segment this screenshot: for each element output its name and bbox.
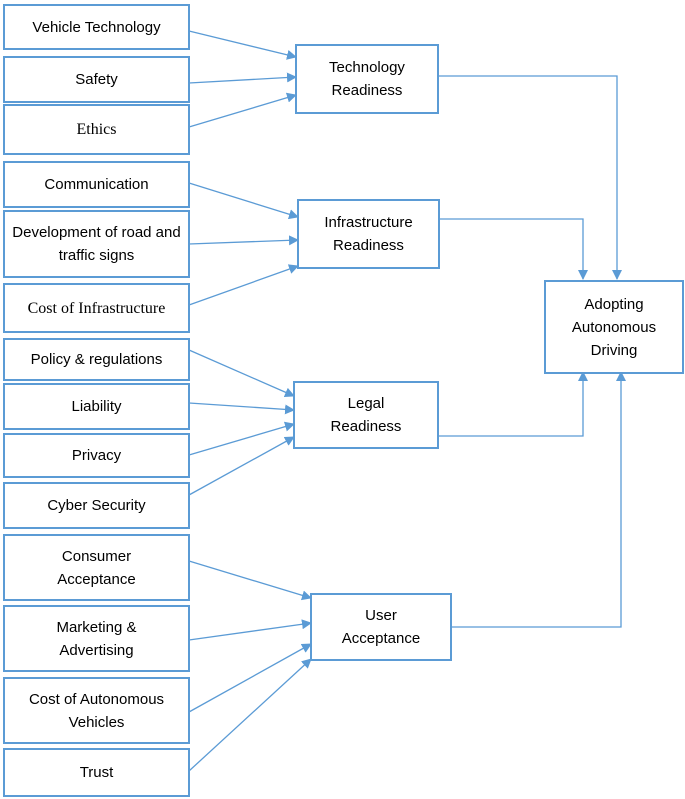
factor-cyber-security-label: Cyber Security (47, 497, 146, 514)
factor-policy-regulations: Policy & regulations (3, 338, 190, 381)
arrow-cost-infrastructure-to-infrastructure-readiness (188, 264, 299, 306)
arrow-consumer-acceptance-to-user-acceptance (188, 560, 312, 601)
factor-communication-label: Communication (44, 176, 149, 193)
factor-cost-of-infrastructure-label: Cost of Infrastructure (27, 299, 166, 317)
user-acceptance-label: User Acceptance (341, 607, 421, 647)
factor-marketing-advertising-label: Marketing & Advertising (56, 618, 137, 659)
infrastructure-readiness-label: Infrastructure Readiness (324, 214, 413, 254)
factor-cost-of-infrastructure: Cost of Infrastructure (3, 283, 190, 333)
factor-policy-regulations-label: Policy & regulations (30, 351, 163, 368)
factor-liability: Liability (3, 383, 190, 430)
factor-vehicle-technology-label: Vehicle Technology (32, 18, 161, 36)
factor-privacy: Privacy (3, 433, 190, 478)
technology-readiness-label: Technology Readiness (329, 59, 405, 99)
arrow-trust-to-user-acceptance (188, 658, 312, 772)
legal-readiness-label: Legal Readiness (330, 395, 402, 435)
legal-readiness-box: Legal Readiness (293, 381, 439, 449)
technology-readiness-box: Technology Readiness (295, 44, 439, 114)
user-acceptance-box: User Acceptance (310, 593, 452, 661)
factor-vehicle-technology: Vehicle Technology (3, 4, 190, 50)
arrow-policy-to-legal-readiness (188, 349, 295, 397)
arrow-legal-readiness-to-outcome (438, 371, 588, 437)
arrow-road-signs-to-infrastructure-readiness (188, 235, 299, 246)
arrow-technology-readiness-to-outcome (438, 75, 622, 280)
factor-consumer-acceptance-label: Consumer Acceptance (57, 547, 136, 588)
factor-cyber-security: Cyber Security (3, 482, 190, 529)
factor-trust: Trust (3, 748, 190, 797)
arrow-user-acceptance-to-outcome (451, 371, 626, 628)
factor-road-traffic-signs: Development of road and traffic signs (3, 210, 190, 278)
factor-ethics-label: Ethics (76, 121, 117, 138)
factor-road-traffic-signs-label: Development of road and traffic signs (12, 224, 181, 264)
factor-cost-of-autonomous-vehicles-label: Cost of Autonomous Vehicles (28, 690, 165, 731)
factor-safety: Safety (3, 56, 190, 103)
arrow-marketing-to-user-acceptance (188, 619, 312, 641)
factor-liability-label: Liability (71, 398, 122, 415)
adopting-autonomous-driving-box: Adopting Autonomous Driving (544, 280, 684, 374)
arrow-liability-to-legal-readiness (188, 402, 295, 415)
adopting-autonomous-driving-label: Adopting Autonomous Driving (571, 295, 657, 359)
factor-privacy-label: Privacy (71, 447, 122, 464)
factor-safety-label: Safety (75, 71, 118, 88)
arrow-communication-to-infrastructure-readiness (188, 182, 299, 220)
arrow-safety-to-technology-readiness (188, 72, 297, 84)
factor-consumer-acceptance: Consumer Acceptance (3, 534, 190, 601)
factor-cost-of-autonomous-vehicles: Cost of Autonomous Vehicles (3, 677, 190, 744)
arrow-privacy-to-legal-readiness (188, 421, 295, 456)
arrow-infrastructure-readiness-to-outcome (439, 218, 588, 280)
factor-trust-label: Trust (79, 764, 114, 781)
arrow-cost-av-to-user-acceptance (188, 643, 312, 713)
arrow-vehicle-technology-to-technology-readiness (188, 30, 297, 60)
factor-marketing-advertising: Marketing & Advertising (3, 605, 190, 672)
arrow-ethics-to-technology-readiness (188, 92, 297, 128)
infrastructure-readiness-box: Infrastructure Readiness (297, 199, 440, 269)
factor-communication: Communication (3, 161, 190, 208)
arrow-cyber-security-to-legal-readiness (188, 436, 295, 496)
factor-ethics: Ethics (3, 104, 190, 155)
